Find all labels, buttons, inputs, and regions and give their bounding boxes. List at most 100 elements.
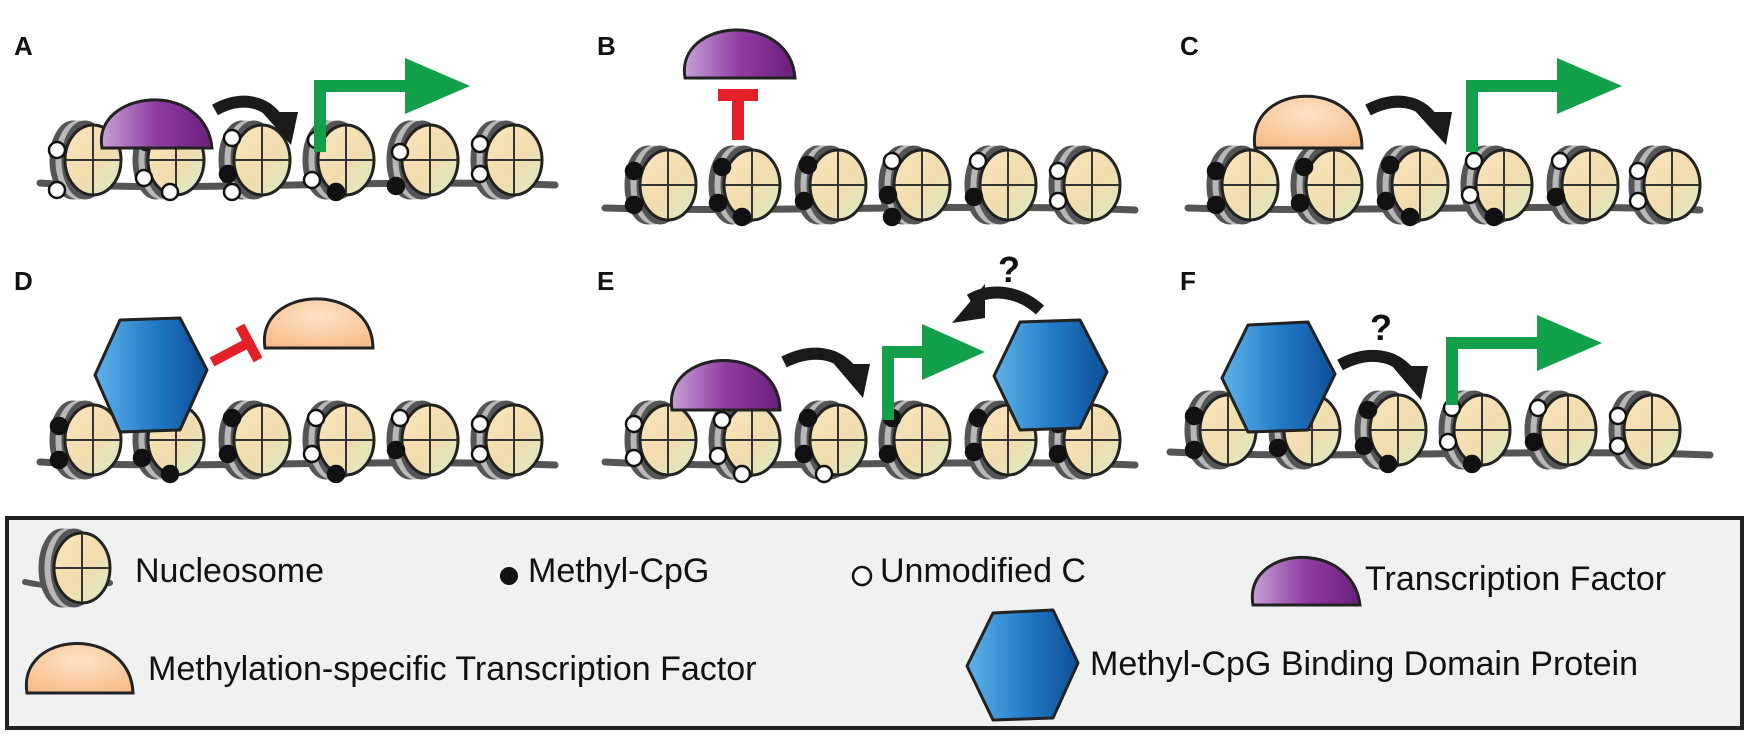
methyl-cpg-mark: [1378, 454, 1398, 474]
arrowhead: [1392, 366, 1428, 400]
nucleosome: [624, 145, 698, 225]
methyl-cpg-mark: [964, 187, 984, 207]
nucleosome: [218, 400, 292, 480]
nucleosome: [38, 528, 112, 608]
transcription-start-arrow: [1466, 58, 1622, 152]
unmodified-c-mark: [302, 444, 322, 464]
methyl-cpg-mark: [732, 207, 752, 227]
methyl-cpg-mark: [708, 193, 728, 213]
methylation-specific-transcription-factor: [263, 297, 375, 350]
methyl-cpg-mark: [798, 408, 818, 428]
methyl-cpg-mark: [878, 185, 898, 205]
panel-label: F: [1180, 266, 1196, 296]
nucleosome: [386, 120, 460, 200]
nucleosome-row: [624, 145, 1122, 227]
arrowhead: [834, 364, 870, 398]
nucleosome: [794, 400, 868, 484]
methyl-cpg-mark: [326, 182, 346, 202]
methyl-cpg-binding-domain-protein: [1220, 320, 1337, 434]
unmodified-c-mark: [1464, 151, 1484, 171]
unmodified-c-mark: [160, 182, 180, 202]
nucleosome: [1354, 390, 1428, 474]
repression-bar: [209, 323, 263, 367]
methyl-cpg-mark: [1184, 440, 1204, 460]
transcription-start-arrow: [1446, 315, 1602, 405]
transcription-start-arrow: [314, 58, 470, 152]
unmodified-c-mark: [732, 464, 752, 484]
nucleosome-row: [49, 400, 544, 484]
nucleosome: [1206, 145, 1280, 225]
methyl-cpg-mark: [794, 444, 814, 464]
legend-label-methylation-specific-tf: Methylation-specific Transcription Facto…: [148, 650, 756, 688]
methyl-cpg-mark: [1400, 207, 1420, 227]
methyl-cpg-mark: [1206, 161, 1226, 181]
methyl-cpg-mark: [964, 442, 984, 462]
legend: Nucleosome Methyl-CpG Unmodified C Trans…: [5, 516, 1744, 730]
unmodified-c-mark: [302, 170, 322, 190]
nucleosome: [1524, 390, 1598, 470]
methyl-cpg-mark: [794, 191, 814, 211]
nucleosome: [47, 120, 123, 200]
nucleosome: [1376, 145, 1450, 227]
methyl-cpg-binding-domain-protein-icon: [965, 608, 1080, 722]
unmodified-c-dot-icon: [851, 565, 873, 587]
methyl-cpg-mark: [1376, 191, 1396, 211]
unmodified-c-mark: [712, 410, 732, 430]
question-mark: ?: [998, 249, 1020, 290]
unmodified-c-mark: [470, 444, 490, 464]
unmodified-c-mark: [1550, 151, 1570, 171]
nucleosome: [49, 400, 123, 480]
methyl-cpg-mark: [1462, 454, 1482, 474]
unmodified-c-mark: [814, 464, 834, 484]
methyl-cpg-mark: [624, 195, 644, 215]
nucleosome: [1608, 390, 1682, 470]
unmodified-c-mark: [968, 151, 988, 171]
unmodified-c-mark: [708, 446, 728, 466]
methyl-cpg-mark: [49, 450, 69, 470]
unmodified-c-mark: [624, 448, 644, 468]
methyl-cpg-mark: [218, 164, 238, 184]
methyl-cpg-mark: [160, 464, 180, 484]
unmodified-c-mark: [882, 151, 902, 171]
methyl-cpg-mark: [1294, 157, 1314, 177]
nucleosome: [1628, 145, 1702, 225]
panel-f: F ?: [1166, 266, 1714, 474]
methyl-cpg-mark: [712, 157, 732, 177]
nucleosome: [1546, 145, 1620, 225]
nucleosome: [878, 145, 952, 227]
unmodified-c-mark: [470, 164, 490, 184]
legend-nucleosome-icon: [22, 528, 113, 608]
question-mark: ?: [1370, 307, 1392, 348]
unmodified-c-mark: [1628, 161, 1648, 181]
nucleosome: [1438, 390, 1512, 474]
unmodified-c-mark: [1048, 191, 1068, 211]
transcription-factor: [100, 98, 214, 150]
unmodified-c-mark: [470, 134, 490, 154]
panel-b: B: [597, 28, 1139, 227]
methyl-cpg-binding-domain-protein: [992, 318, 1109, 432]
nucleosome-row: [1206, 145, 1702, 227]
unmodified-c-mark: [1528, 398, 1548, 418]
methyl-cpg-mark: [132, 448, 152, 468]
unmodified-c-mark: [624, 414, 644, 434]
legend-label-transcription-factor: Transcription Factor: [1365, 560, 1666, 598]
methyl-cpg-mark: [1380, 155, 1400, 175]
nucleosome: [386, 400, 460, 480]
methyl-cpg-mark: [49, 416, 69, 436]
nucleosome: [708, 145, 782, 227]
methyl-cpg-mark: [218, 444, 238, 464]
unmodified-c-mark: [222, 128, 242, 148]
arrowhead: [952, 284, 985, 323]
panel-label: A: [14, 31, 33, 61]
methyl-cpg-mark: [386, 440, 406, 460]
methyl-cpg-mark: [968, 408, 988, 428]
nucleosome-row: [624, 400, 1122, 484]
nucleosome: [1048, 145, 1122, 225]
nucleosome: [708, 400, 782, 484]
methylation-specific-transcription-factor-icon: [25, 642, 135, 695]
methyl-cpg-mark: [386, 176, 406, 196]
methylation-specific-transcription-factor: [1253, 94, 1364, 150]
transcription-start-arrow: [882, 324, 985, 420]
methyl-cpg-mark: [798, 155, 818, 175]
